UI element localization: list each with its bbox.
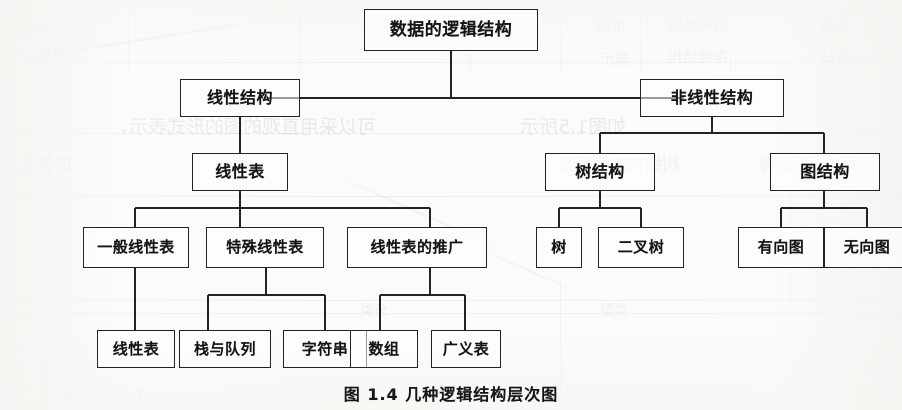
node-linear-list[interactable]: 线性表 (192, 153, 288, 191)
node-special-linear-list[interactable]: 特殊线性表 (206, 227, 324, 268)
figure-caption: 图 1.4 几种逻辑结构层次图 (343, 385, 559, 404)
node-linear-structure[interactable]: 线性结构 (180, 79, 300, 117)
node-nonlinear-structure[interactable]: 非线性结构 (640, 79, 784, 117)
node-general-linear-list[interactable]: 一般线性表 (83, 227, 189, 268)
node-extended-linear-list[interactable]: 线性表的推广 (347, 227, 487, 268)
node-undirected-graph[interactable]: 无向图 (824, 227, 902, 268)
node-array[interactable]: 数组 (350, 330, 418, 368)
node-root-logical-structure[interactable]: 数据的逻辑结构 (364, 9, 538, 51)
node-tree-structure[interactable]: 树结构 (545, 153, 655, 191)
node-leaf-linear-list[interactable]: 线性表 (97, 330, 175, 368)
node-binary-tree[interactable]: 二叉树 (598, 227, 684, 268)
node-directed-graph[interactable]: 有向图 (738, 227, 824, 268)
node-tree[interactable]: 树 (536, 227, 582, 268)
node-graph-structure[interactable]: 图结构 (770, 153, 880, 191)
node-stack-and-queue[interactable]: 栈与队列 (179, 330, 271, 368)
node-generalized-list[interactable]: 广义表 (431, 330, 501, 368)
